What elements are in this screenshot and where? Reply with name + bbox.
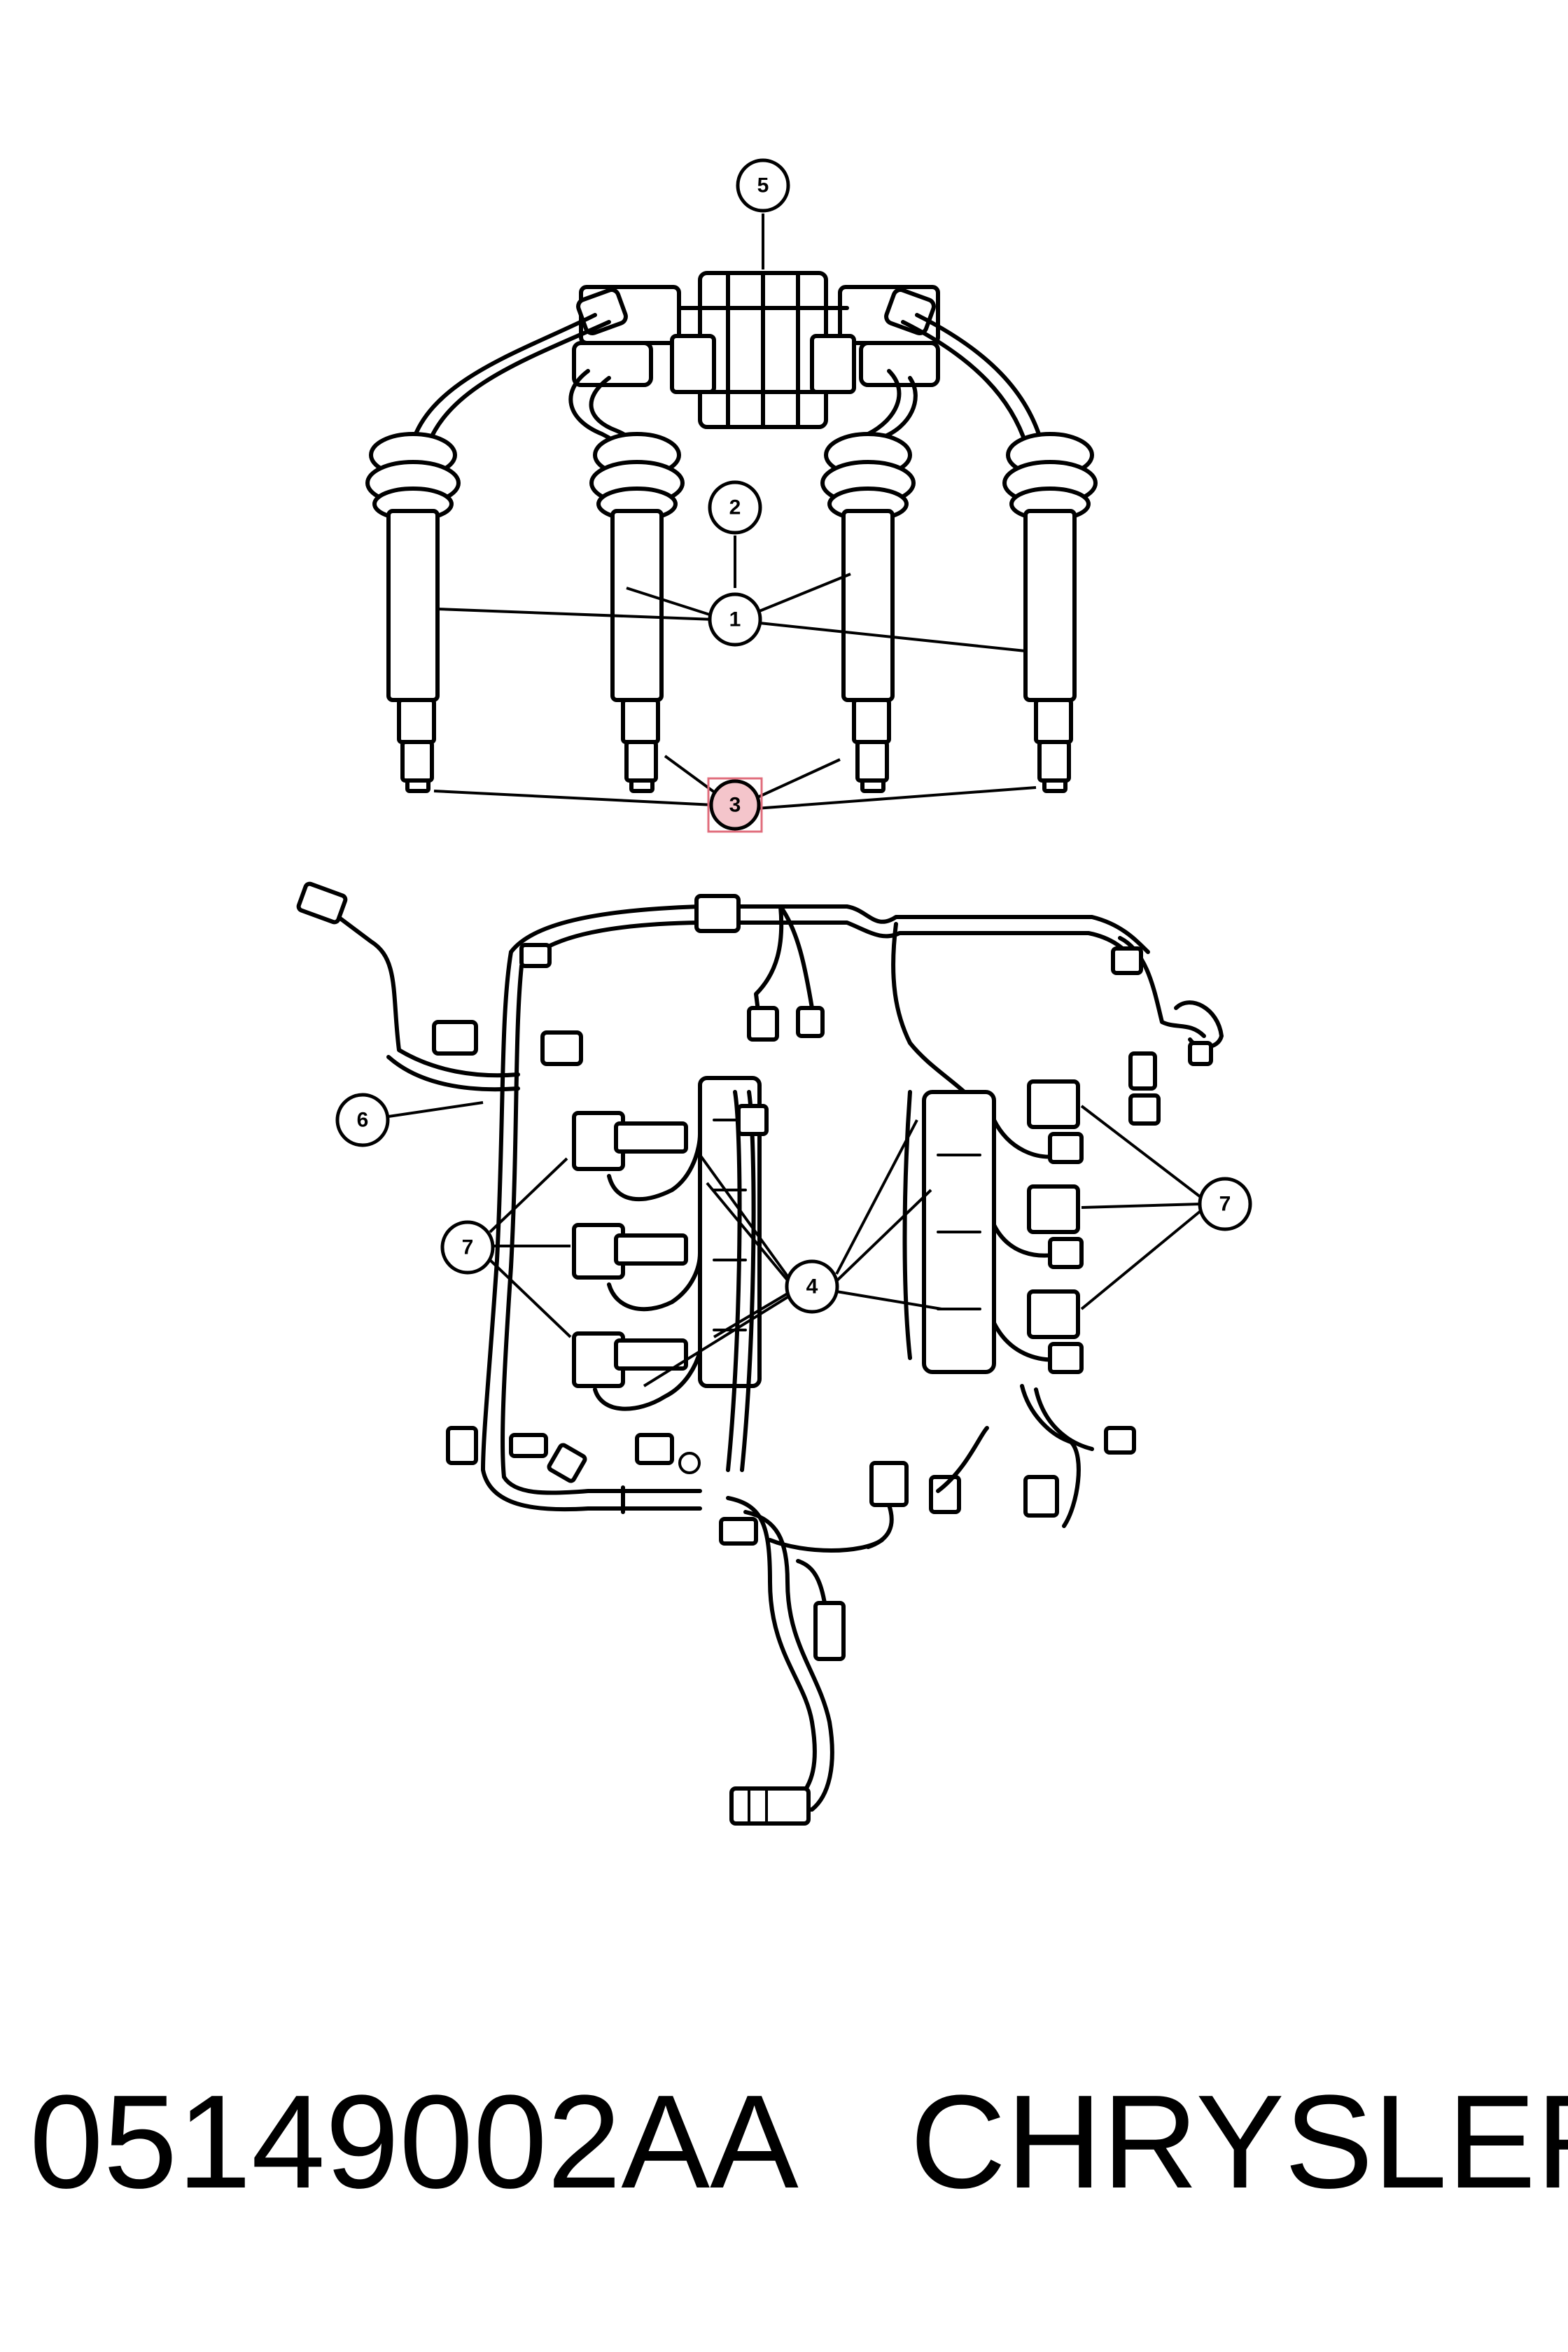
part-number: 05149002AA <box>29 2068 799 2216</box>
callout-1-label: 1 <box>729 608 741 631</box>
callout-6: 6 <box>335 1093 390 1147</box>
callout-5-label: 5 <box>757 174 769 197</box>
callout-4-label: 4 <box>806 1275 818 1298</box>
right-connectors <box>866 1079 1136 1549</box>
callout-4: 4 <box>785 1259 839 1314</box>
lower-leader-lines <box>388 1101 1202 1387</box>
callout-7-left: 7 <box>440 1220 495 1275</box>
callout-7-left-label: 7 <box>462 1236 474 1259</box>
callout-3-label: 3 <box>729 794 741 817</box>
callout-2-label: 2 <box>729 496 741 519</box>
callout-5: 5 <box>736 158 790 213</box>
callout-7-right-label: 7 <box>1219 1193 1231 1216</box>
callout-7-right: 7 <box>1198 1177 1252 1231</box>
wiring-harness <box>296 881 1224 1826</box>
callout-3: 3 <box>707 777 763 833</box>
brand-name: CHRYSLER <box>910 2068 1568 2216</box>
callout-2: 2 <box>708 480 762 535</box>
callout-1: 1 <box>708 592 762 647</box>
spark-plug-boots <box>365 432 1098 793</box>
callout-6-label: 6 <box>357 1109 369 1132</box>
ignition-coil-assembly <box>411 271 1045 464</box>
upper-leader-lines <box>433 214 1037 810</box>
left-connectors <box>446 1090 769 1514</box>
